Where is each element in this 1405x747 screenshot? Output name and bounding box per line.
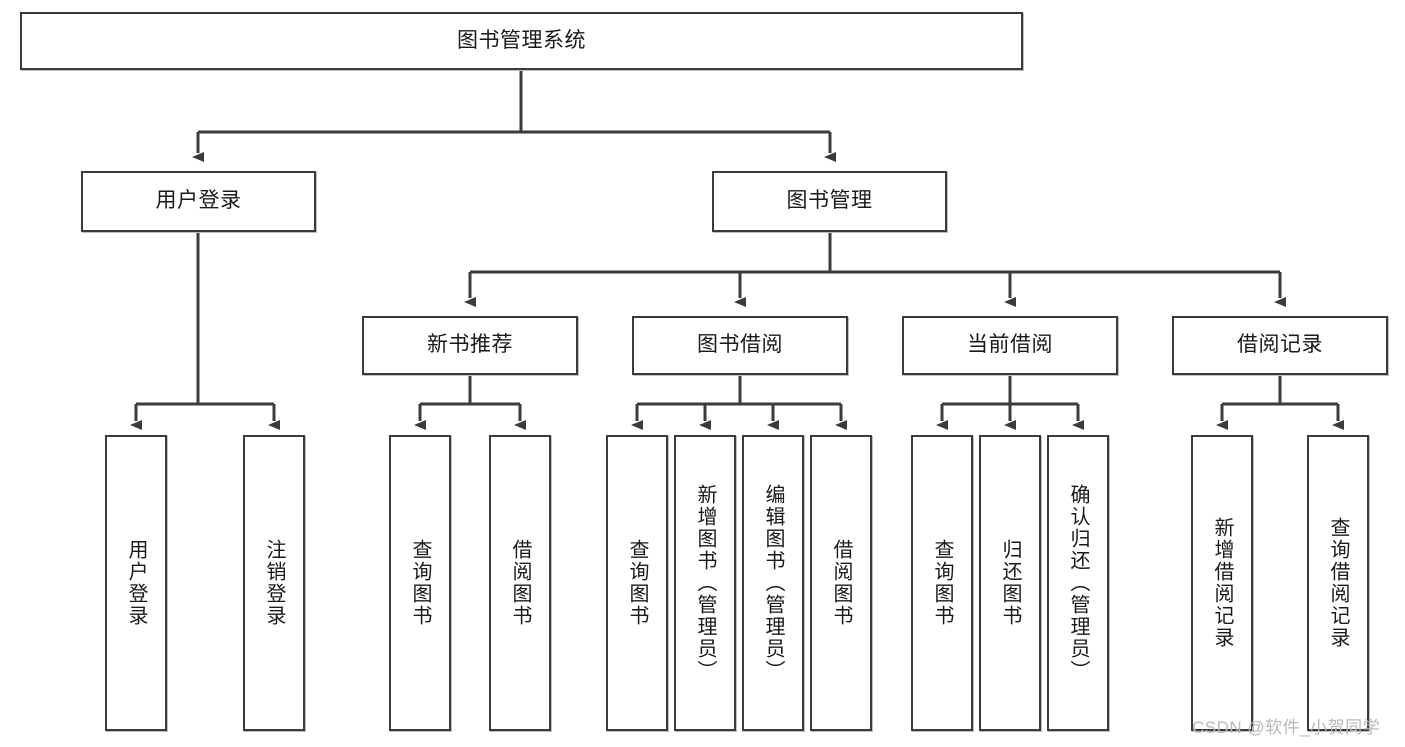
node-leaf-query-book-b[interactable]: 查询图书 — [606, 435, 668, 731]
node-leaf-add-record[interactable]: 新增借阅记录 — [1191, 435, 1253, 731]
node-leaf-query-book-c[interactable]: 查询图书 — [911, 435, 973, 731]
node-borrow-record[interactable]: 借阅记录 — [1172, 316, 1388, 375]
node-leaf-borrow-book-b[interactable]: 借阅图书 — [810, 435, 872, 731]
node-leaf-user-login-label: 用户登录 — [125, 539, 147, 627]
node-leaf-query-book-a[interactable]: 查询图书 — [389, 435, 451, 731]
node-leaf-borrow-book-a-label: 借阅图书 — [509, 539, 531, 627]
node-leaf-query-book-a-label: 查询图书 — [409, 539, 431, 627]
node-leaf-edit-book-label: 编辑图书（管理员） — [762, 484, 784, 682]
node-new-book-recommendation-label: 新书推荐 — [427, 333, 513, 357]
node-leaf-query-record-label: 查询借阅记录 — [1327, 517, 1349, 649]
node-leaf-query-book-c-label: 查询图书 — [931, 539, 953, 627]
node-user-login[interactable]: 用户登录 — [81, 171, 316, 232]
node-leaf-edit-book[interactable]: 编辑图书（管理员） — [742, 435, 804, 731]
node-user-login-label: 用户登录 — [155, 189, 242, 213]
node-leaf-add-record-label: 新增借阅记录 — [1211, 517, 1233, 649]
node-leaf-user-login[interactable]: 用户登录 — [105, 435, 167, 731]
node-leaf-logout[interactable]: 注销登录 — [243, 435, 305, 731]
node-leaf-return-book-label: 归还图书 — [999, 539, 1021, 627]
node-book-borrow-label: 图书借阅 — [697, 333, 783, 357]
node-root-label: 图书管理系统 — [457, 28, 586, 52]
node-root[interactable]: 图书管理系统 — [20, 12, 1023, 70]
node-leaf-return-book[interactable]: 归还图书 — [979, 435, 1041, 731]
node-leaf-borrow-book-a[interactable]: 借阅图书 — [489, 435, 551, 731]
node-leaf-query-book-b-label: 查询图书 — [626, 539, 648, 627]
node-leaf-query-record[interactable]: 查询借阅记录 — [1307, 435, 1369, 731]
node-borrow-record-label: 借阅记录 — [1237, 333, 1323, 357]
node-leaf-logout-label: 注销登录 — [263, 539, 285, 627]
node-leaf-borrow-book-b-label: 借阅图书 — [830, 539, 852, 627]
node-leaf-confirm-return-label: 确认归还（管理员） — [1067, 484, 1089, 682]
node-book-manage-label: 图书管理 — [786, 189, 873, 213]
node-current-borrow[interactable]: 当前借阅 — [902, 316, 1118, 375]
node-leaf-add-book[interactable]: 新增图书（管理员） — [674, 435, 736, 731]
node-leaf-confirm-return[interactable]: 确认归还（管理员） — [1047, 435, 1109, 731]
node-book-borrow[interactable]: 图书借阅 — [632, 316, 848, 375]
node-new-book-recommendation[interactable]: 新书推荐 — [362, 316, 578, 375]
node-leaf-add-book-label: 新增图书（管理员） — [694, 484, 716, 682]
node-current-borrow-label: 当前借阅 — [967, 333, 1053, 357]
node-book-manage[interactable]: 图书管理 — [712, 171, 947, 232]
